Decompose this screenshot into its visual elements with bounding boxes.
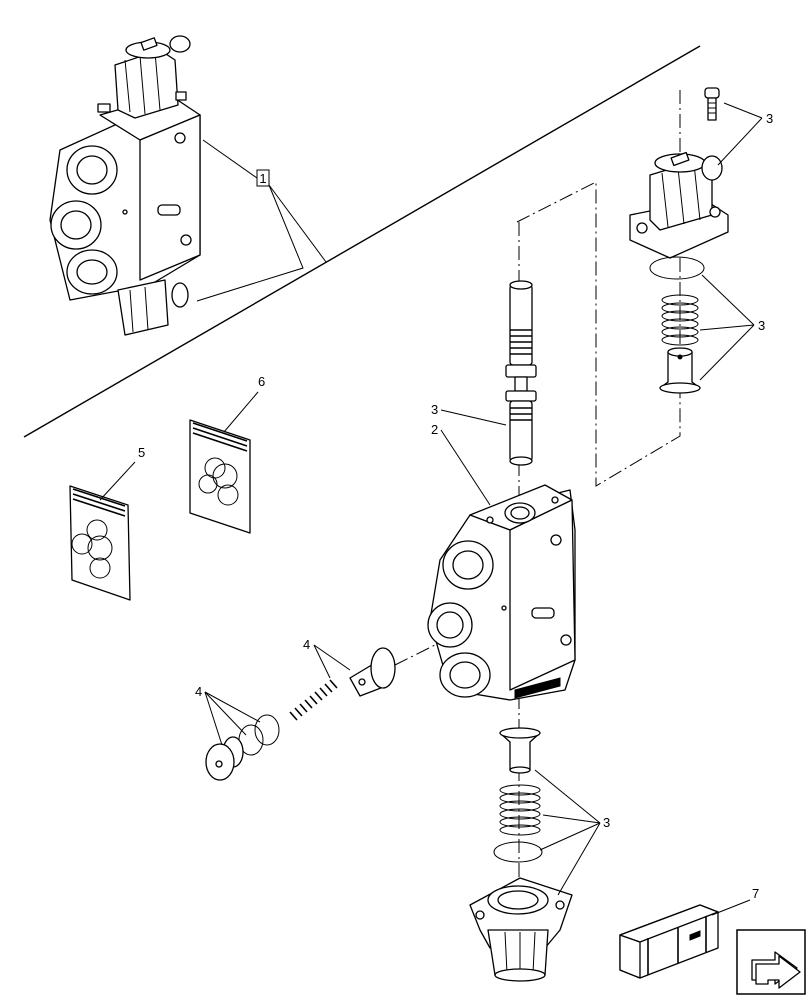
callout-5-label: 5 (138, 445, 145, 460)
centerline-top (516, 181, 681, 487)
leader-5 (99, 461, 136, 501)
leader-4-plug-a (313, 644, 351, 671)
bottom-spring (499, 784, 541, 836)
section-divider-line (23, 45, 701, 438)
callout-7-label: 7 (752, 886, 759, 901)
seal-kit-bag-5 (69, 485, 131, 601)
side-spring (289, 679, 338, 721)
bottom-cap-assembly (469, 727, 573, 982)
callout-1: 1 (196, 139, 327, 302)
callout-2-label: 2 (431, 422, 438, 437)
top-cap-assembly (629, 87, 729, 394)
valve-section-assembly (49, 35, 201, 336)
leader-3-bottom-d (557, 822, 601, 896)
leader-3-spring-b (699, 324, 755, 331)
callout-3-spring-label: 3 (758, 318, 765, 333)
callout-4-plug-label: 4 (303, 637, 310, 652)
valve-body-part (427, 484, 576, 701)
leader-4-seals-b (204, 691, 247, 736)
leader-4-plug-b (313, 644, 331, 679)
top-spring (661, 294, 699, 346)
callout-3-spool-label: 3 (431, 402, 438, 417)
leader-3-bottom-a (534, 769, 601, 824)
leader-7 (711, 899, 751, 916)
arrow-next-icon (751, 951, 801, 989)
callout-4-seals-label: 4 (195, 684, 202, 699)
crate-icon (619, 904, 719, 979)
leader-3-bottom-c (539, 822, 601, 851)
next-page-button[interactable] (736, 929, 806, 995)
leader-3-cap (723, 102, 763, 119)
spool-part (505, 280, 537, 466)
seal-kit-bag-6 (189, 419, 251, 534)
side-plug-assembly (205, 647, 396, 781)
callout-3-cap-label: 3 (766, 111, 773, 126)
callout-1-label: 1 (259, 171, 266, 186)
callout-6-label: 6 (258, 374, 265, 389)
leader-3-cap-b (717, 117, 763, 166)
leader-3-spring-a (701, 274, 755, 326)
leader-4-seals-c (204, 691, 223, 746)
leader-3-spool (440, 409, 507, 426)
leader-3-bottom-b (542, 814, 601, 824)
leader-2-body (440, 429, 491, 506)
leader-6 (223, 391, 259, 433)
centerline-side (394, 644, 436, 666)
callout-3-bottom-label: 3 (603, 815, 610, 830)
leader-4-seals-a (204, 691, 261, 723)
leader-3-spring-c (699, 324, 755, 381)
